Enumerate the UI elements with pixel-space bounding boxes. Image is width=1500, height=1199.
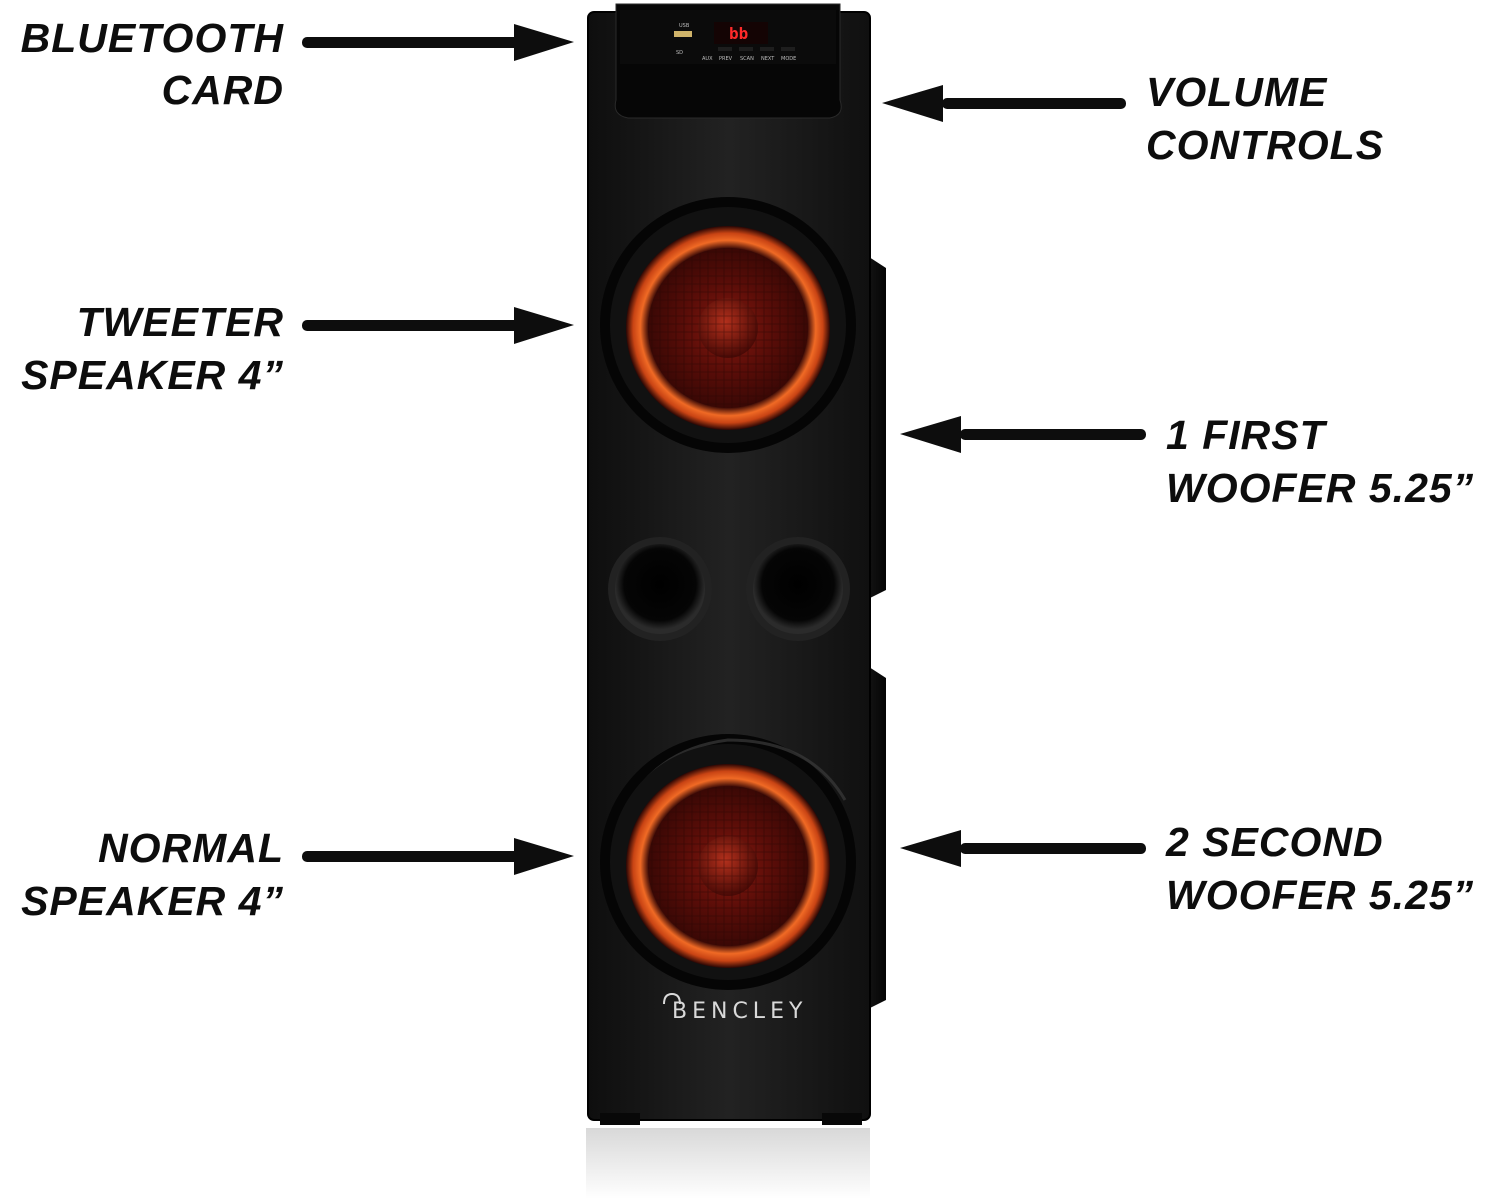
panel-buttons: PREV SCAN NEXT MODE [718,47,796,62]
label-second-woofer-line2: WOOFER 5.25” [1166,872,1474,918]
label-volume-line2: CONTROLS [1146,122,1384,168]
usb-slot[interactable] [674,31,692,37]
label-tweeter-line1: TWEETER [77,299,284,345]
arrow-normal [302,838,574,875]
labels: BLUETOOTH CARD VOLUME CONTROLS TWEETER S… [21,15,1474,924]
label-normal-line1: NORMAL [98,825,284,871]
next-button[interactable] [760,47,774,51]
bass-port-left [615,544,705,634]
arrow-bluetooth [302,24,574,61]
floor-reflection [586,1128,870,1199]
label-bluetooth-line2: CARD [162,67,284,113]
scan-button[interactable] [739,47,753,51]
label-first-woofer-line2: WOOFER 5.25” [1166,465,1474,511]
scan-label: SCAN [740,56,754,62]
led-display-text: bb [729,24,748,43]
label-first-woofer-line1: 1 FIRST [1166,412,1328,458]
brand-logo: BENCLEY [663,992,807,1024]
mode-button[interactable] [781,47,795,51]
led-display [714,22,768,44]
bluetooth-card-panel: USB SD AUX bb PREV SCAN NEXT MODE [614,3,842,119]
arrow-volume [882,85,1126,122]
foot-right [822,1113,862,1125]
label-second-woofer-line1: 2 SECOND [1165,819,1384,865]
brand-name: BENCLEY [672,999,807,1024]
label-tweeter-line2: SPEAKER 4” [21,352,284,398]
arrows [302,24,1146,875]
tweeter-speaker [600,197,856,453]
mode-label: MODE [781,56,796,62]
arrow-second-woofer [900,830,1146,867]
next-label: NEXT [761,56,775,62]
label-normal-line2: SPEAKER 4” [21,878,284,924]
arrow-tweeter [302,307,574,344]
prev-label: PREV [719,56,733,62]
aux-label: AUX [702,56,713,62]
bass-port-right [753,544,843,634]
prev-button[interactable] [718,47,732,51]
label-volume-line1: VOLUME [1146,69,1328,115]
headphone-icon [663,992,681,1005]
foot-left [600,1113,640,1125]
bass-ports [608,537,850,641]
label-bluetooth-line1: BLUETOOTH [21,15,285,61]
sd-label: SD [676,50,683,56]
arrow-first-woofer [900,416,1146,453]
normal-speaker [600,734,856,990]
usb-label: USB [679,23,690,29]
